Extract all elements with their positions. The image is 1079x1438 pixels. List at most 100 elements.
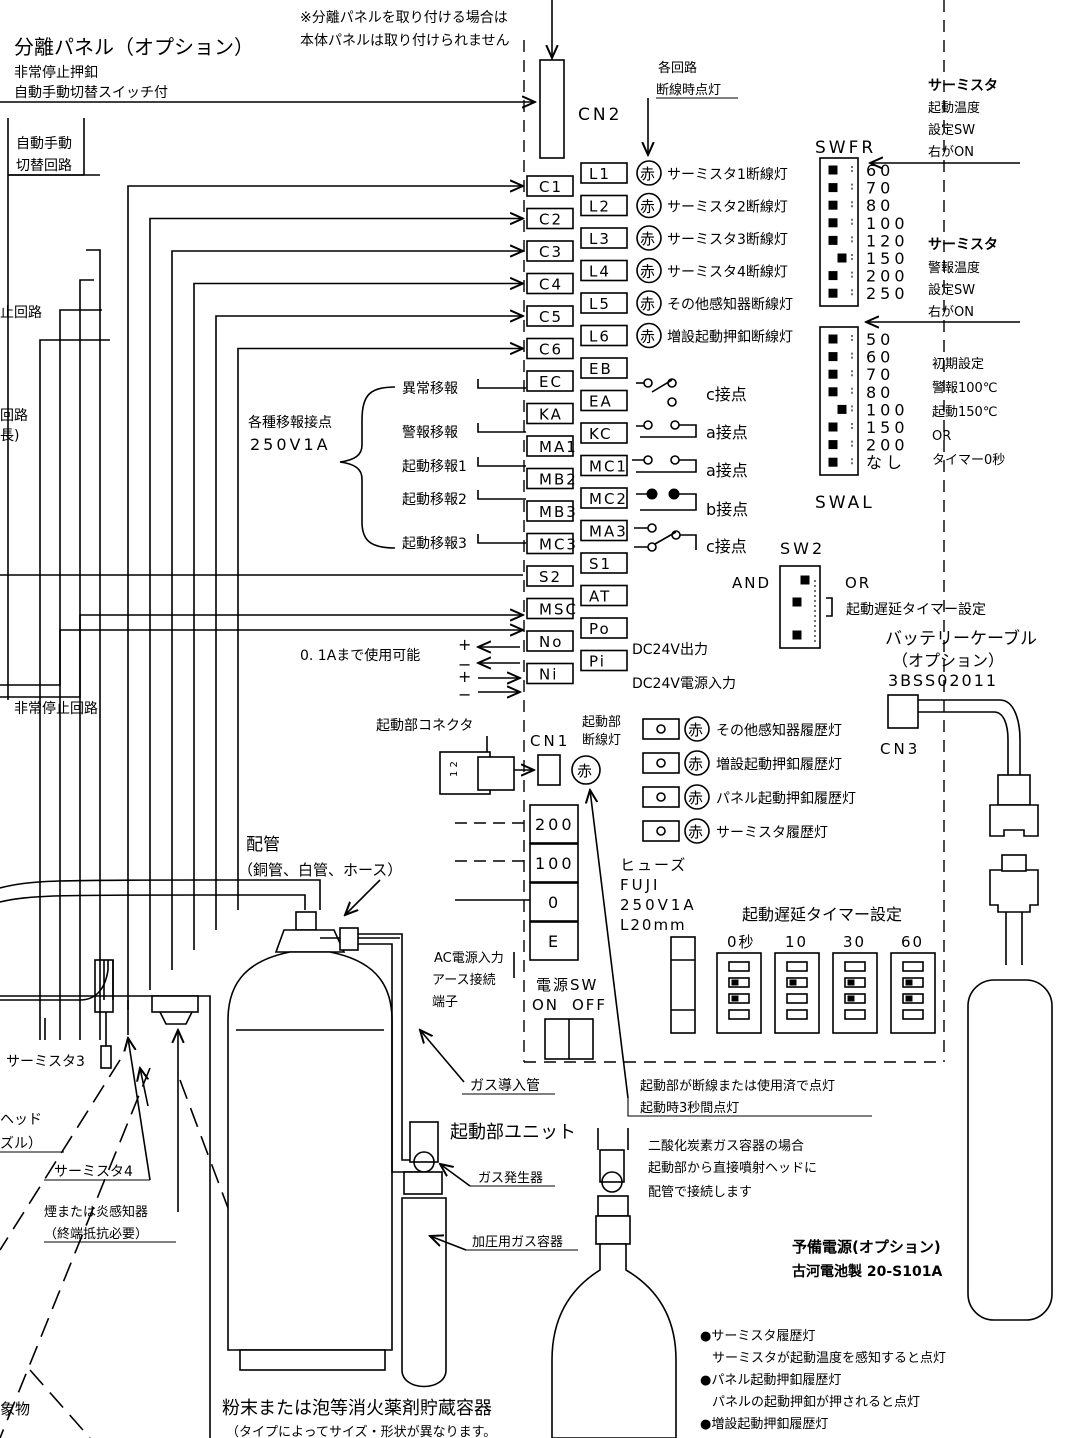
note-2: サーミスタが起動温度を感知すると点灯 [712,1350,946,1366]
co2-cylinder [551,1128,677,1438]
terminal-EB [580,357,628,379]
ac-terminal-label-0: 200 [535,815,575,834]
wire-c6 [237,349,523,910]
terminal-label-C2: C2 [539,211,563,229]
dip-knob [828,218,838,228]
delay-knob [847,979,855,986]
history-lamp-mark: 赤 [688,789,703,807]
terminal-AT [580,584,628,607]
relay-wire [477,534,526,544]
delay-knob [731,995,739,1002]
swfr-label: SWFR [815,138,876,158]
terminal-MSC [526,597,574,620]
delay-switch-1 [774,952,820,1034]
connector-pins: 1 2 [449,761,460,777]
dip-knob [828,288,838,298]
detector-label: 煙または炎感知器 [44,1204,148,1220]
terminal-L3 [580,227,628,249]
delay-knob [905,995,913,1002]
relay-wire [477,423,526,433]
thermistor-start-note: サーミスタ 起動温度 設定SW 右がON [928,78,998,160]
fuse-l3: 250V1A [620,896,697,914]
terminal-label-L4: L4 [589,263,611,281]
delay-timer-title: 起動遅延タイマー設定 [742,905,902,924]
initial-settings: 初期設定 警報100℃ 起動150℃ OR タイマー0秒 [932,356,1005,468]
starter-note-1: 起動部が断線または使用済で点灯 [640,1078,835,1094]
fuse-l1: ヒューズ [620,856,687,874]
note-5: ●増設起動押釦履歴灯 [700,1416,828,1432]
swfr-rows-value-0: 60 [866,161,894,180]
delay-switch-0 [716,952,762,1034]
terminal-label-MB2: MB2 [539,471,578,489]
terminal-C6 [526,337,574,360]
terminal-label-Pi: Pi [589,653,606,671]
terminal-C1 [526,175,574,197]
delay-cell [728,1009,750,1020]
terminal-label-Po: Po [589,620,611,638]
break-lamp-5: その他感知器断線灯 [667,296,793,313]
fuse-l2: FUJI [620,876,660,894]
wire-msc [0,630,523,686]
power-sw-label: 電源SW [536,976,598,994]
terminal-S2 [526,565,574,587]
storage-container [227,911,418,1371]
relay-contact-rating: 250V1A [250,435,331,454]
delay-cell [844,993,866,1004]
history-lamp-box [642,820,680,842]
note-3: ●パネル起動押釦履歴灯 [700,1372,841,1388]
thermistor-alarm-l2: 設定SW [928,282,975,298]
sep-panel-sub2: 自動手動切替スイッチ付 [14,85,168,101]
red-lamp-icon [684,716,710,742]
delay-timer-value-0: 0秒 [727,933,756,951]
terminal-label-KA: KA [539,406,563,424]
terminal-Pi [580,649,628,672]
dip-knob [837,404,847,414]
red-lamp-mark: 赤 [640,230,655,248]
cut-circuit-label: 回路 [0,408,28,424]
history-lamp-4: サーミスタ履歴灯 [716,825,828,841]
delay-timer-value-2: 30 [843,933,866,951]
swfr-switch [819,157,859,307]
swal-rows-value-1: 60 [866,348,894,367]
terminal-label-EB: EB [589,360,613,378]
ac-label-1: AC電源入力 [434,951,504,966]
starter-lamp-mark: 赤 [577,762,592,780]
cn3-label: CN3 [880,740,920,758]
cn1-label: CN1 [530,732,570,750]
initial-l2: 起動150℃ [932,405,997,420]
thermistor4-label: サーミスタ4 [54,1164,133,1180]
wire-c3 [171,251,523,970]
terminal-label-C3: C3 [539,243,563,261]
delay-cell [786,961,808,972]
terminal-label-No: No [539,633,563,651]
delay-knob [731,979,739,986]
dip-knob [828,183,838,193]
terminal-label-MSC: MSC [539,601,578,619]
cn2-connector [539,59,565,159]
ac-terminal-3 [529,921,579,961]
pressure-label: 加圧用ガス容器 [472,1234,563,1250]
delay-switch-3 [890,952,936,1034]
initial-l1: 警報100℃ [932,380,997,396]
terminal-EA [580,389,628,412]
delay-cell [786,993,808,1004]
relay-output-4: 起動移報2 [402,492,467,508]
terminal-MC3 [526,532,574,555]
swfr-rows-value-3: 100 [866,214,909,233]
swfr-rows-value-2: 80 [866,196,894,215]
thermistor-alarm-l1: 警報温度 [928,260,980,276]
swal-rows-value-2: 70 [866,365,894,384]
dip-knob [828,440,838,450]
break-lamp-6: 増設起動押釦断線灯 [667,329,793,346]
terminal-label-L5: L5 [589,295,611,313]
spare-power-l2: 古河電池製 20-S101A [792,1263,942,1280]
starter-lamp-2: 断線灯 [582,732,621,748]
terminal-label-MC2: MC2 [589,490,628,508]
swal-label: SWAL [815,493,875,513]
swal-rows-value-4: 100 [866,400,909,419]
battery-cable [918,699,1053,1321]
delay-cell [728,961,750,972]
terminal-L1 [580,162,628,184]
terminal-KA [526,402,574,425]
